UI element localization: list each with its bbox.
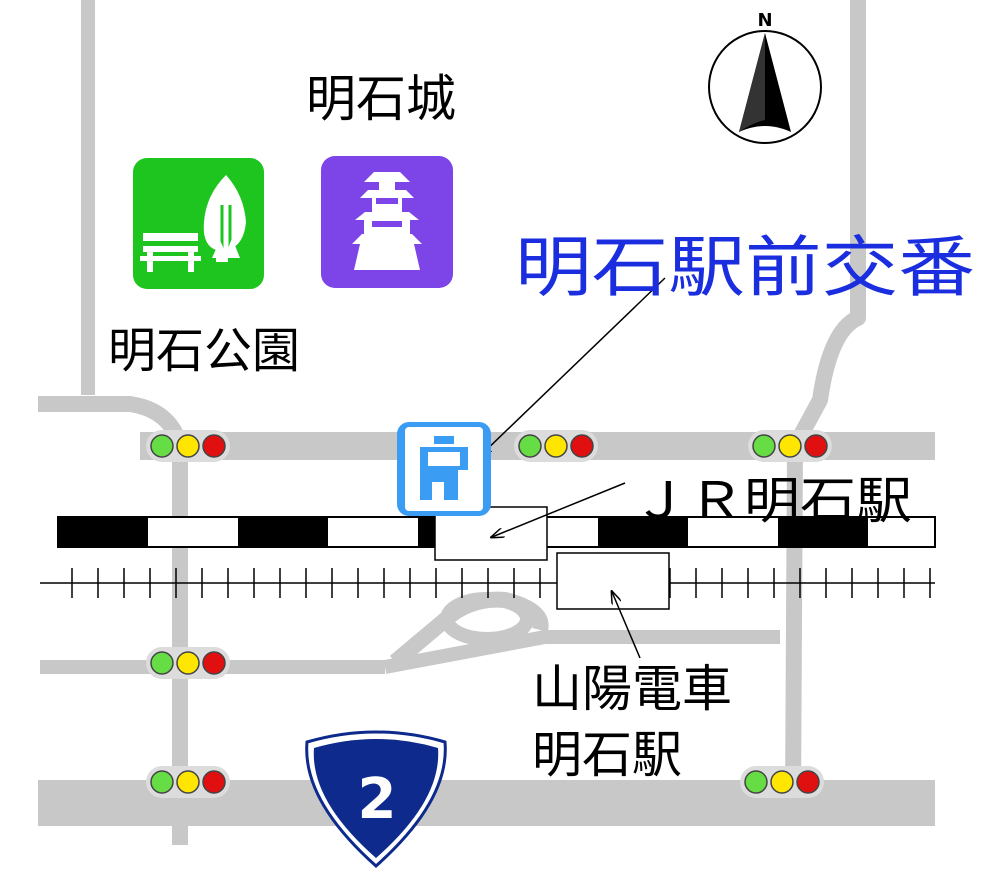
north-compass-icon: N: [708, 10, 822, 144]
police-box-pointer: [480, 277, 666, 456]
national-route-shield-icon: 2: [305, 730, 447, 869]
signal-red-lamp: [202, 434, 226, 458]
signal-yellow-lamp: [544, 434, 568, 458]
signal-yellow-lamp: [770, 770, 794, 794]
sanyo-station-pointer: [612, 592, 641, 659]
jr-station-label: ＪＲ明石駅: [632, 472, 912, 530]
signal-red-lamp: [796, 770, 820, 794]
signal-yellow-lamp: [176, 434, 200, 458]
signal-red-lamp: [202, 651, 226, 675]
signal-green-lamp: [150, 434, 174, 458]
park-bench-tree-icon: [133, 158, 264, 289]
compass-north-letter: N: [757, 10, 772, 31]
signal-green-lamp: [744, 770, 768, 794]
police-box-label: 明石駅前交番: [515, 229, 975, 306]
traffic-signals: [146, 430, 832, 798]
traffic-signal-icon: [146, 430, 230, 462]
police-box-icon: [397, 422, 491, 516]
traffic-signal-icon: [748, 430, 832, 462]
signal-green-lamp: [518, 434, 542, 458]
route-number: 2: [358, 767, 397, 832]
signal-yellow-lamp: [176, 770, 200, 794]
jr-station-pointer: [492, 482, 626, 537]
sanyo-station-building: [556, 552, 670, 610]
signal-red-lamp: [570, 434, 594, 458]
signal-red-lamp: [804, 434, 828, 458]
sanyo-station-label-line2: 明石駅: [532, 726, 682, 784]
signal-green-lamp: [150, 770, 174, 794]
traffic-signal-icon: [740, 766, 824, 798]
road-loop-ring: [440, 592, 534, 646]
signal-green-lamp: [150, 651, 174, 675]
signal-green-lamp: [752, 434, 776, 458]
signal-yellow-lamp: [778, 434, 802, 458]
traffic-signal-icon: [514, 430, 598, 462]
castle-label: 明石城: [306, 70, 456, 128]
road-lower-horizontal-right: [383, 630, 780, 674]
road-right-vertical: [785, 0, 866, 801]
castle-icon: [321, 156, 453, 288]
jr-railway: [57, 516, 936, 548]
park-label: 明石公園: [108, 323, 300, 379]
signal-red-lamp: [202, 770, 226, 794]
traffic-signal-icon: [146, 766, 230, 798]
signal-yellow-lamp: [176, 651, 200, 675]
traffic-signal-icon: [146, 647, 230, 679]
sanyo-station-label-line1: 山陽電車: [532, 660, 732, 718]
